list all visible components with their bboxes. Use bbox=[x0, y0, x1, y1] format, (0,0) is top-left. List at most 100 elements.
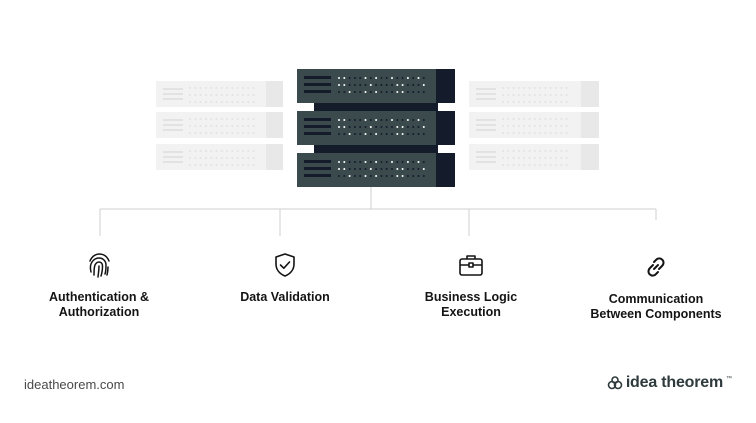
server-led-dot bbox=[528, 94, 531, 96]
server-led-dot bbox=[353, 133, 356, 135]
server-led-dot bbox=[417, 161, 420, 163]
server-led-dot bbox=[422, 91, 425, 93]
server-led-dot bbox=[512, 101, 515, 103]
server-led-dot bbox=[539, 101, 542, 103]
server-led-dot bbox=[343, 91, 346, 93]
server-led-dot bbox=[507, 101, 510, 103]
server-led-dot bbox=[189, 118, 191, 120]
server-led-dot bbox=[369, 168, 372, 170]
server-led-dot bbox=[343, 126, 346, 128]
server-led-dot bbox=[338, 119, 340, 121]
server-led-dot bbox=[204, 118, 207, 120]
server-led-dot bbox=[396, 161, 399, 163]
server-led-dot bbox=[338, 77, 340, 79]
server-led-dot bbox=[507, 125, 510, 127]
left-ghost-server bbox=[156, 81, 283, 170]
server-led-dot bbox=[252, 87, 255, 89]
server-led-dot bbox=[539, 87, 542, 89]
server-led-dot bbox=[401, 84, 404, 86]
server-led-dot bbox=[523, 132, 526, 134]
feature-label: Data Validation bbox=[240, 290, 330, 304]
server-led-dot bbox=[236, 87, 239, 89]
server-led-dot bbox=[385, 133, 388, 135]
server-led-dot bbox=[380, 161, 383, 163]
server-led-dot bbox=[533, 164, 536, 166]
server-led-dot bbox=[338, 91, 340, 93]
server-led-dot bbox=[215, 157, 218, 159]
server-led-dot bbox=[215, 101, 218, 103]
server-led-dot bbox=[517, 94, 520, 96]
server-led-dot bbox=[220, 164, 223, 166]
server-led-dot bbox=[210, 132, 213, 134]
right-ghost-server bbox=[469, 81, 599, 170]
server-led-dot bbox=[242, 101, 244, 103]
server-led-dot bbox=[348, 126, 351, 128]
server-led-dot bbox=[549, 150, 552, 152]
server-led-dot bbox=[380, 175, 383, 177]
server-led-dot bbox=[412, 119, 415, 121]
server-led-dot bbox=[528, 125, 531, 127]
server-led-dot bbox=[533, 150, 536, 152]
server-led-dot bbox=[199, 87, 202, 89]
fingerprint-icon bbox=[89, 253, 110, 278]
server-led-dot bbox=[391, 175, 393, 177]
server-led-dot bbox=[549, 132, 552, 134]
server-led-dot bbox=[359, 84, 362, 86]
server-led-dot bbox=[544, 94, 547, 96]
server-led-dot bbox=[565, 101, 568, 103]
server-led-dot bbox=[396, 77, 399, 79]
server-led-dot bbox=[348, 91, 351, 93]
server-led-dot bbox=[194, 150, 197, 152]
server-led-dot bbox=[204, 125, 207, 127]
brand-trademark: ™ bbox=[726, 376, 732, 382]
server-led-dot bbox=[226, 101, 229, 103]
server-led-dot bbox=[353, 168, 356, 170]
server-led-dot bbox=[252, 94, 255, 96]
server-led-dot bbox=[375, 168, 378, 170]
server-led-dot bbox=[348, 133, 351, 135]
server-led-dot bbox=[544, 150, 547, 152]
server-led-dot bbox=[242, 87, 244, 89]
server-led-dot bbox=[380, 91, 383, 93]
server-led-dot bbox=[199, 132, 202, 134]
shield-check-icon bbox=[275, 253, 295, 277]
server-led-dot bbox=[220, 150, 223, 152]
server-rack-illustration bbox=[156, 69, 599, 187]
server-led-dot bbox=[348, 175, 351, 177]
server-led-dot bbox=[533, 87, 536, 89]
server-led-dot bbox=[194, 157, 197, 159]
server-led-dot bbox=[560, 94, 563, 96]
feature-communication: Communication Between Components bbox=[571, 252, 741, 322]
server-led-dot bbox=[247, 94, 250, 96]
server-led-dot bbox=[353, 119, 356, 121]
server-led-dot bbox=[560, 150, 563, 152]
server-led-dot bbox=[375, 91, 378, 93]
server-led-dot bbox=[199, 94, 202, 96]
server-led-dot bbox=[194, 94, 197, 96]
server-led-dot bbox=[517, 101, 520, 103]
server-led-dot bbox=[544, 132, 547, 134]
server-led-dot bbox=[555, 157, 557, 159]
server-led-dot bbox=[247, 101, 250, 103]
server-led-dot bbox=[406, 133, 409, 135]
server-led-dot bbox=[364, 161, 367, 163]
server-led-dot bbox=[555, 94, 557, 96]
server-led-dot bbox=[517, 157, 520, 159]
server-led-dot bbox=[396, 133, 399, 135]
server-led-dot bbox=[194, 132, 197, 134]
server-led-dot bbox=[385, 175, 388, 177]
server-led-dot bbox=[359, 168, 362, 170]
server-led-dot bbox=[406, 168, 409, 170]
server-led-dot bbox=[406, 77, 409, 79]
server-led-dot bbox=[189, 94, 191, 96]
server-led-dot bbox=[396, 175, 399, 177]
server-led-dot bbox=[396, 168, 399, 170]
server-led-dot bbox=[422, 133, 425, 135]
server-led-dot bbox=[338, 84, 340, 86]
server-led-dot bbox=[555, 101, 557, 103]
server-led-dot bbox=[375, 77, 378, 79]
server-led-dot bbox=[369, 126, 372, 128]
server-led-dot bbox=[391, 133, 393, 135]
server-led-dot bbox=[517, 132, 520, 134]
server-led-dot bbox=[502, 132, 504, 134]
